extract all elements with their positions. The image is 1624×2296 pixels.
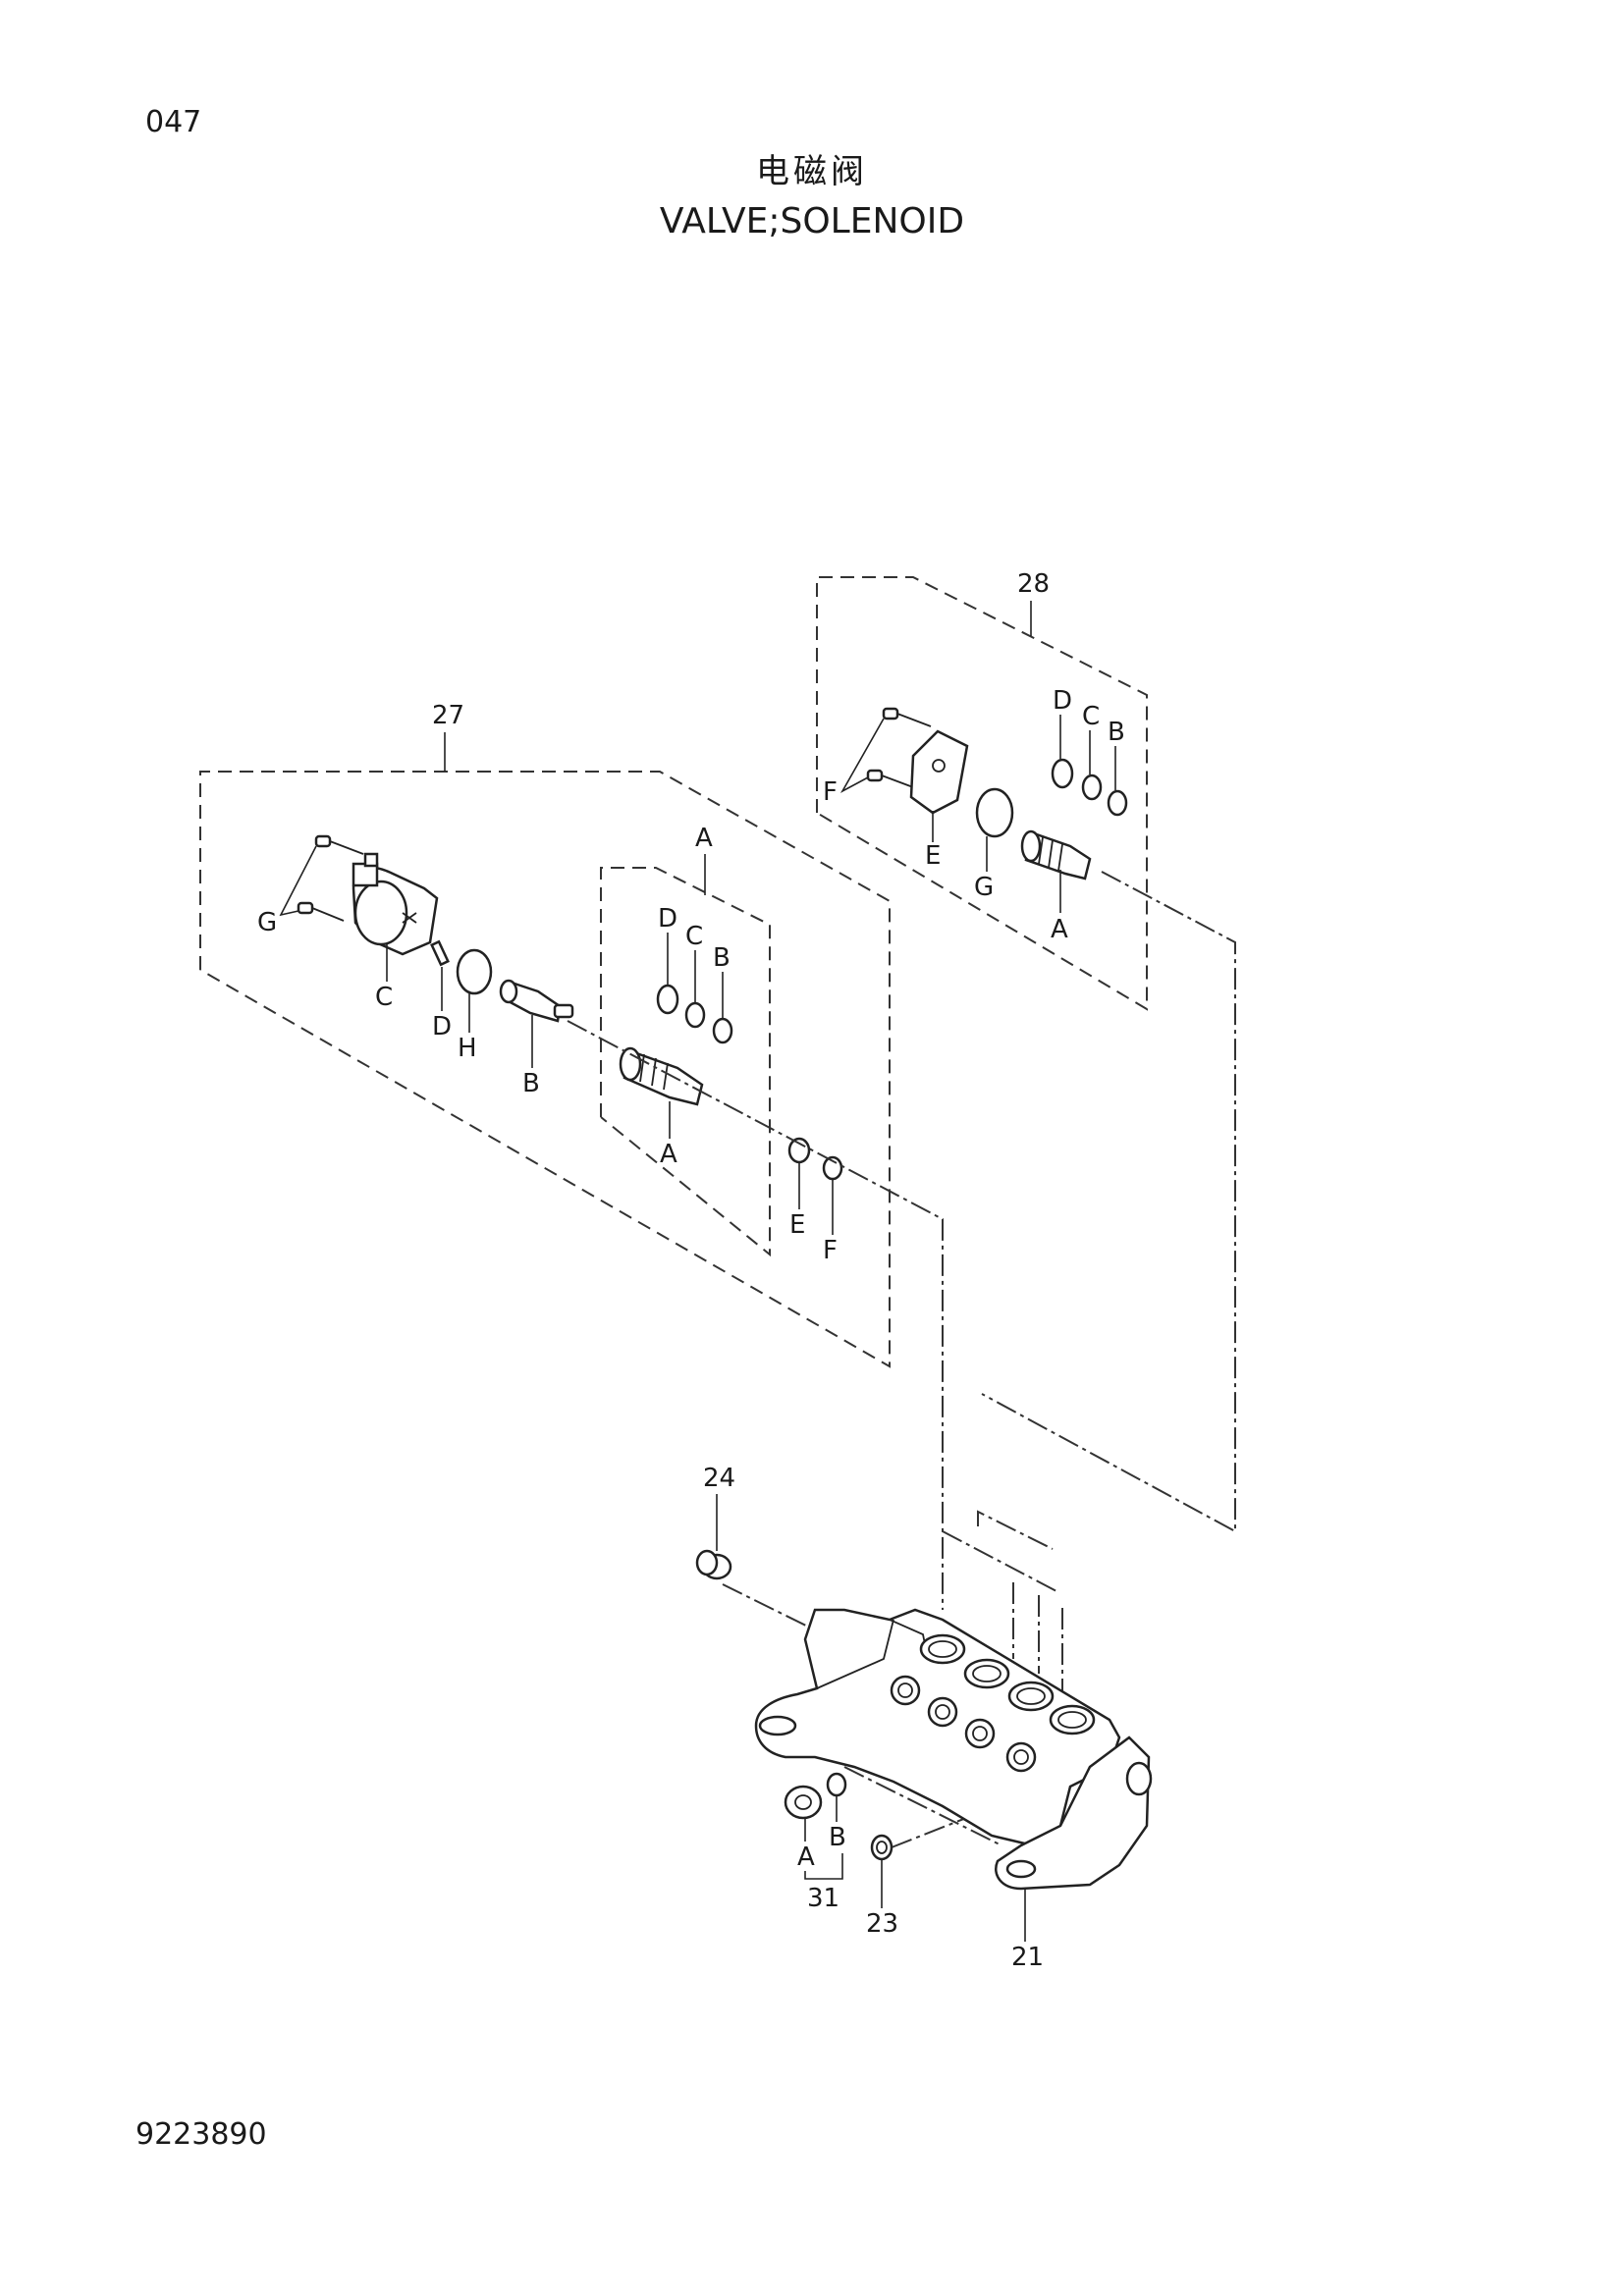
group-27-boundary bbox=[199, 771, 891, 1368]
g28-callout-e: E bbox=[925, 841, 941, 871]
g31-callout-a: A bbox=[797, 1842, 815, 1872]
callout-21: 21 bbox=[1011, 1943, 1044, 1972]
g31-bracket bbox=[804, 1853, 843, 1880]
g28-callout-g: G bbox=[974, 873, 994, 902]
g27-callout-h: H bbox=[458, 1034, 477, 1063]
g28-o-ring-g bbox=[975, 787, 1014, 838]
g27-o-ring-c bbox=[684, 1001, 706, 1029]
g27-callout-c: C bbox=[375, 983, 393, 1012]
g27-callout-c-ring: C bbox=[685, 922, 703, 951]
plug-31-a bbox=[784, 1785, 823, 1820]
callout-28: 28 bbox=[1017, 569, 1050, 599]
callout-23: 23 bbox=[866, 1909, 898, 1939]
g27-solenoid-coil bbox=[352, 852, 439, 956]
document-number: 9223890 bbox=[135, 2117, 267, 2152]
title-chinese: 电磁阀 bbox=[756, 152, 868, 191]
plug-23 bbox=[870, 1834, 893, 1861]
callout-24: 24 bbox=[703, 1464, 735, 1493]
g28-o-ring-c bbox=[1081, 774, 1103, 801]
g27-callout-e: E bbox=[789, 1210, 805, 1240]
g27-bolt-upper bbox=[314, 834, 364, 855]
g27-callout-a-sleeve: A bbox=[660, 1140, 677, 1169]
valve-body-21 bbox=[754, 1608, 1153, 1891]
g28-callout-a: A bbox=[1051, 915, 1068, 944]
g28-callout-f: F bbox=[823, 777, 838, 807]
g27-callout-b-ring: B bbox=[713, 943, 731, 973]
g28-callout-c: C bbox=[1082, 702, 1100, 731]
g27-callout-d-pin: D bbox=[432, 1012, 452, 1041]
g27-o-ring-b bbox=[712, 1017, 733, 1044]
g27-bolt-lower bbox=[297, 901, 345, 922]
g27-sleeve-a bbox=[619, 1046, 704, 1106]
g27-callout-b-spool: B bbox=[522, 1069, 540, 1098]
g27-o-ring-h bbox=[456, 948, 493, 995]
g28-o-ring-b bbox=[1107, 789, 1128, 817]
g28-leader-f bbox=[839, 718, 885, 794]
g27-callout-d: D bbox=[658, 904, 677, 934]
g27-pin-d bbox=[430, 939, 450, 967]
g28-bolt bbox=[882, 707, 932, 727]
g27-spool-b bbox=[499, 979, 574, 1023]
g28-o-ring-d bbox=[1051, 758, 1074, 789]
plug-24 bbox=[695, 1549, 732, 1580]
title-english: VALVE;SOLENOID bbox=[659, 201, 965, 241]
g27-o-ring-d bbox=[656, 984, 679, 1015]
g28-callout-b: B bbox=[1108, 718, 1125, 747]
g27-o-ring-e bbox=[787, 1137, 811, 1164]
g27-callout-f: F bbox=[823, 1236, 838, 1265]
callout-27: 27 bbox=[432, 701, 464, 730]
group-28-boundary bbox=[816, 576, 1148, 1011]
g31-callout-b: B bbox=[829, 1823, 846, 1852]
g28-callout-d: D bbox=[1053, 686, 1072, 716]
g28-bolt-lower bbox=[866, 769, 914, 788]
page-number: 047 bbox=[145, 105, 202, 139]
group-27-inner-box-a bbox=[600, 867, 771, 1257]
callout-31: 31 bbox=[807, 1884, 839, 1913]
washer-31-b bbox=[826, 1772, 847, 1797]
g27-callout-a-box: A bbox=[695, 824, 713, 853]
g27-leader-g bbox=[279, 845, 317, 917]
g27-callout-g: G bbox=[257, 908, 277, 937]
g28-cover-plate bbox=[909, 729, 969, 815]
g28-sleeve bbox=[1020, 829, 1092, 881]
